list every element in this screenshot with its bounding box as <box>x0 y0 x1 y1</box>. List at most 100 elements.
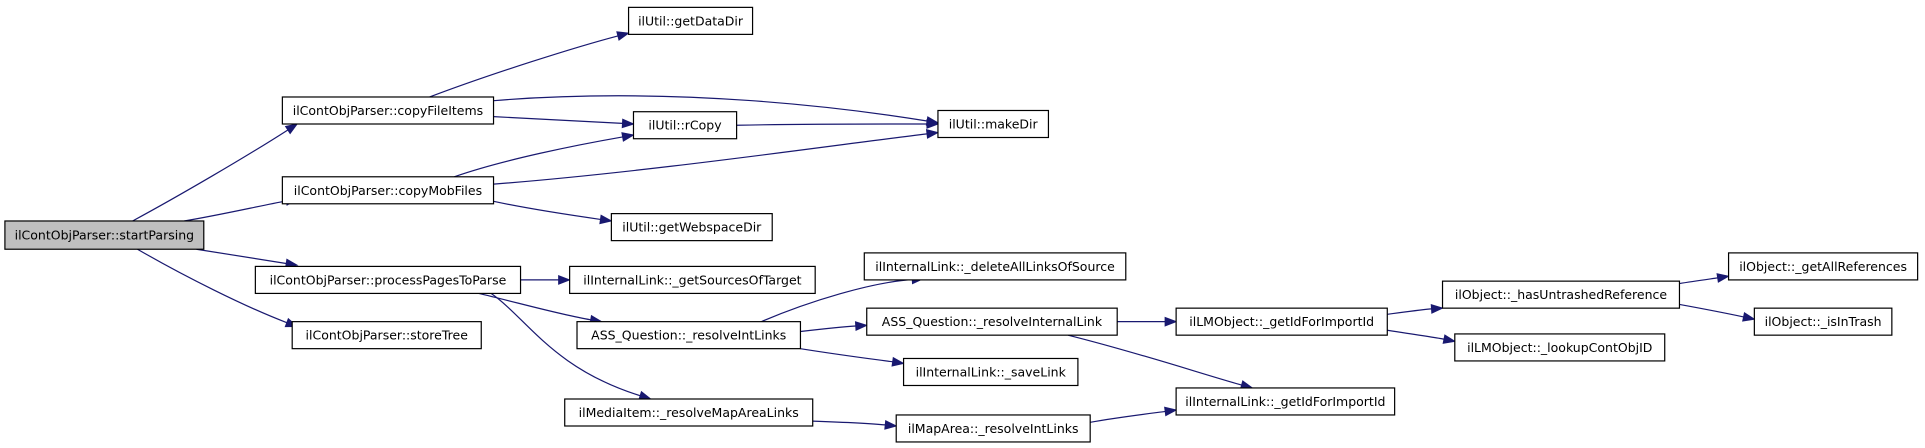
node-resolveInternalLink[interactable]: ASS_Question::_resolveInternalLink <box>866 307 1118 336</box>
node-lookupContObjID[interactable]: ilLMObject::_lookupContObjID <box>1454 333 1666 362</box>
node-label: ilInternalLink::_getIdForImportId <box>1185 394 1385 409</box>
node-box <box>564 398 814 427</box>
edge-line <box>800 325 856 333</box>
node-mapAreaResolveIntLinks[interactable]: ilMapArea::_resolveIntLinks <box>895 414 1091 443</box>
node-label: ilLMObject::_getIdForImportId <box>1189 314 1374 329</box>
edge-copyMobFiles-to-makeDir <box>493 129 940 185</box>
arrowhead-icon <box>621 132 635 142</box>
node-label: ilContObjParser::processPagesToParse <box>270 272 507 287</box>
arrowhead-icon <box>1442 334 1457 344</box>
node-label: ASS_Question::_resolveIntLinks <box>591 328 786 343</box>
edge-line <box>800 348 893 363</box>
node-isInTrash[interactable]: ilObject::_isInTrash <box>1753 307 1893 336</box>
node-box <box>4 220 205 250</box>
node-label: ilContObjParser::startParsing <box>15 228 194 243</box>
arrowhead-icon <box>854 321 869 331</box>
edge-line <box>1067 334 1242 386</box>
node-label: ilInternalLink::_saveLink <box>916 364 1067 379</box>
node-label: ilUtil::rCopy <box>648 118 722 133</box>
edge-line <box>1387 329 1445 340</box>
edge-line <box>454 136 623 178</box>
nodes-layer: ilContObjParser::startParsingilContObjPa… <box>4 6 1919 443</box>
node-box <box>610 213 773 242</box>
edges-layer <box>132 31 1756 430</box>
arrowhead-icon <box>1742 312 1756 322</box>
node-box <box>1727 252 1919 281</box>
edge-line <box>1679 277 1718 285</box>
node-box <box>291 321 482 350</box>
node-getWebspaceDir[interactable]: ilUtil::getWebspaceDir <box>610 213 773 242</box>
node-box <box>863 252 1127 281</box>
node-label: ilInternalLink::_getSourcesOfTarget <box>583 272 801 287</box>
arrowhead-icon <box>1164 406 1178 417</box>
node-hasUntrashedReference[interactable]: ilObject::_hasUntrashedReference <box>1441 280 1681 309</box>
node-copyFileItems[interactable]: ilContObjParser::copyFileItems <box>281 96 495 125</box>
node-box <box>895 414 1091 443</box>
arrowhead-icon <box>891 356 905 367</box>
node-box <box>1175 387 1396 416</box>
node-box <box>254 265 522 295</box>
node-box <box>1454 333 1666 362</box>
node-rCopy[interactable]: ilUtil::rCopy <box>632 111 738 140</box>
edge-startParsing-to-processPagesToParse <box>196 248 299 269</box>
node-resolveIntLinksQ[interactable]: ASS_Question::_resolveIntLinks <box>576 321 802 350</box>
node-lmGetIdForImportId[interactable]: ilLMObject::_getIdForImportId <box>1175 307 1388 336</box>
node-label: ilMediaItem::_resolveMapAreaLinks <box>579 405 799 420</box>
node-resolveMapAreaLinks[interactable]: ilMediaItem::_resolveMapAreaLinks <box>564 398 814 427</box>
node-startParsing[interactable]: ilContObjParser::startParsing <box>4 220 205 250</box>
edge-copyMobFiles-to-rCopy <box>454 132 635 178</box>
node-label: ilInternalLink::_deleteAllLinksOfSource <box>875 259 1115 274</box>
edge-line <box>137 248 288 324</box>
edge-lmGetIdForImportId-to-lookupContObjID <box>1387 329 1457 344</box>
edge-line <box>490 292 641 397</box>
node-label: ilMapArea::_resolveIntLinks <box>908 421 1079 436</box>
edge-hasUntrashedReference-to-isInTrash <box>1679 303 1756 322</box>
node-label: ASS_Question::_resolveInternalLink <box>882 314 1103 329</box>
node-ilGetIdForImportId[interactable]: ilInternalLink::_getIdForImportId <box>1175 387 1396 416</box>
node-getAllReferences[interactable]: ilObject::_getAllReferences <box>1727 252 1919 281</box>
node-storeTree[interactable]: ilContObjParser::storeTree <box>291 321 482 350</box>
edge-startParsing-to-copyMobFiles <box>184 196 299 222</box>
node-deleteAllLinksOfSource[interactable]: ilInternalLink::_deleteAllLinksOfSource <box>863 252 1127 281</box>
edge-line <box>493 200 601 221</box>
edge-copyMobFiles-to-getWebspaceDir <box>493 200 613 225</box>
node-label: ilContObjParser::storeTree <box>306 328 469 343</box>
node-label: ilLMObject::_lookupContObjID <box>1467 340 1652 355</box>
node-makeDir[interactable]: ilUtil::makeDir <box>937 109 1050 139</box>
edge-line <box>493 116 623 124</box>
edge-copyFileItems-to-rCopy <box>493 116 635 129</box>
node-label: ilUtil::getWebspaceDir <box>622 220 762 235</box>
edge-resolveMapAreaLinks-to-mapAreaResolveIntLinks <box>812 419 898 430</box>
node-box <box>569 265 816 295</box>
node-getSourcesOfTarget[interactable]: ilInternalLink::_getSourcesOfTarget <box>569 265 816 295</box>
edge-line <box>1090 410 1166 423</box>
edge-copyFileItems-to-getDataDir <box>429 31 630 98</box>
edge-startParsing-to-copyFileItems <box>132 123 299 222</box>
edge-resolveInternalLink-to-ilGetIdForImportId <box>1067 334 1254 390</box>
edge-mapAreaResolveIntLinks-to-ilGetIdForImportId <box>1090 406 1178 423</box>
node-saveLink[interactable]: ilInternalLink::_saveLink <box>902 357 1079 387</box>
arrowhead-icon <box>616 31 630 41</box>
edge-line <box>184 200 287 222</box>
node-box <box>902 357 1079 387</box>
edge-hasUntrashedReference-to-getAllReferences <box>1679 273 1730 285</box>
node-box <box>1441 280 1681 309</box>
edge-line <box>760 278 913 323</box>
node-box <box>937 109 1050 139</box>
edge-line <box>736 123 927 126</box>
arrowhead-icon <box>558 274 572 285</box>
node-getDataDir[interactable]: ilUtil::getDataDir <box>627 6 754 35</box>
edge-line <box>493 95 928 122</box>
node-label: ilContObjParser::copyMobFiles <box>294 183 482 198</box>
node-copyMobFiles[interactable]: ilContObjParser::copyMobFiles <box>281 176 495 205</box>
arrowhead-icon <box>621 118 635 129</box>
node-processPagesToParse[interactable]: ilContObjParser::processPagesToParse <box>254 265 522 295</box>
edge-resolveIntLinksQ-to-saveLink <box>800 348 905 367</box>
edge-line <box>493 133 928 185</box>
node-box <box>1753 307 1893 336</box>
arrowhead-icon <box>926 119 940 129</box>
arrowhead-icon <box>884 419 898 430</box>
edge-line <box>196 248 287 265</box>
node-label: ilObject::_isInTrash <box>1765 314 1882 329</box>
